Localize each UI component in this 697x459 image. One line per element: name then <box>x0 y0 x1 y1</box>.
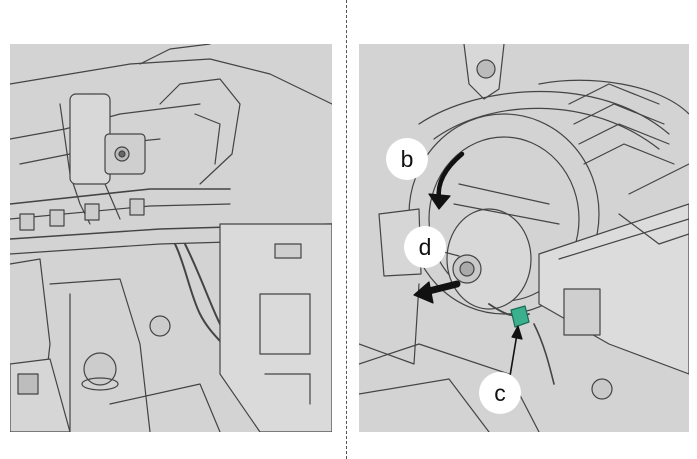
callout-d: d <box>404 226 446 268</box>
left-line-drawing <box>10 44 332 432</box>
callout-c: c <box>479 372 521 414</box>
right-illustration-panel: b d c <box>359 44 689 432</box>
callout-c-label: c <box>494 379 506 406</box>
callout-b-label: b <box>400 145 414 172</box>
dashed-divider <box>346 0 347 459</box>
right-line-drawing <box>359 44 689 432</box>
callout-d-label: d <box>418 233 432 260</box>
callout-b: b <box>386 138 428 180</box>
left-illustration-panel <box>10 44 332 432</box>
